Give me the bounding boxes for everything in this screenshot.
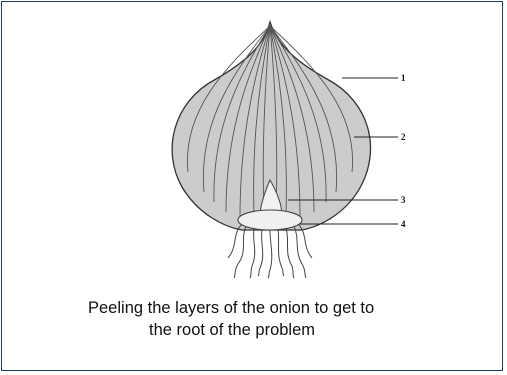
- label-3: 3: [401, 195, 406, 205]
- label-1: 1: [401, 73, 406, 83]
- figure-frame: 1 2 3 4 Peeling the layers of the onion …: [1, 1, 503, 371]
- onion-basal-plate: [238, 210, 302, 230]
- onion-diagram: 1 2 3 4: [2, 2, 504, 292]
- label-4: 4: [401, 219, 406, 229]
- label-2: 2: [401, 132, 406, 142]
- caption-line-2: the root of the problem: [149, 319, 315, 341]
- onion-roots: [228, 224, 312, 278]
- caption-line-1: Peeling the layers of the onion to get t…: [88, 297, 374, 319]
